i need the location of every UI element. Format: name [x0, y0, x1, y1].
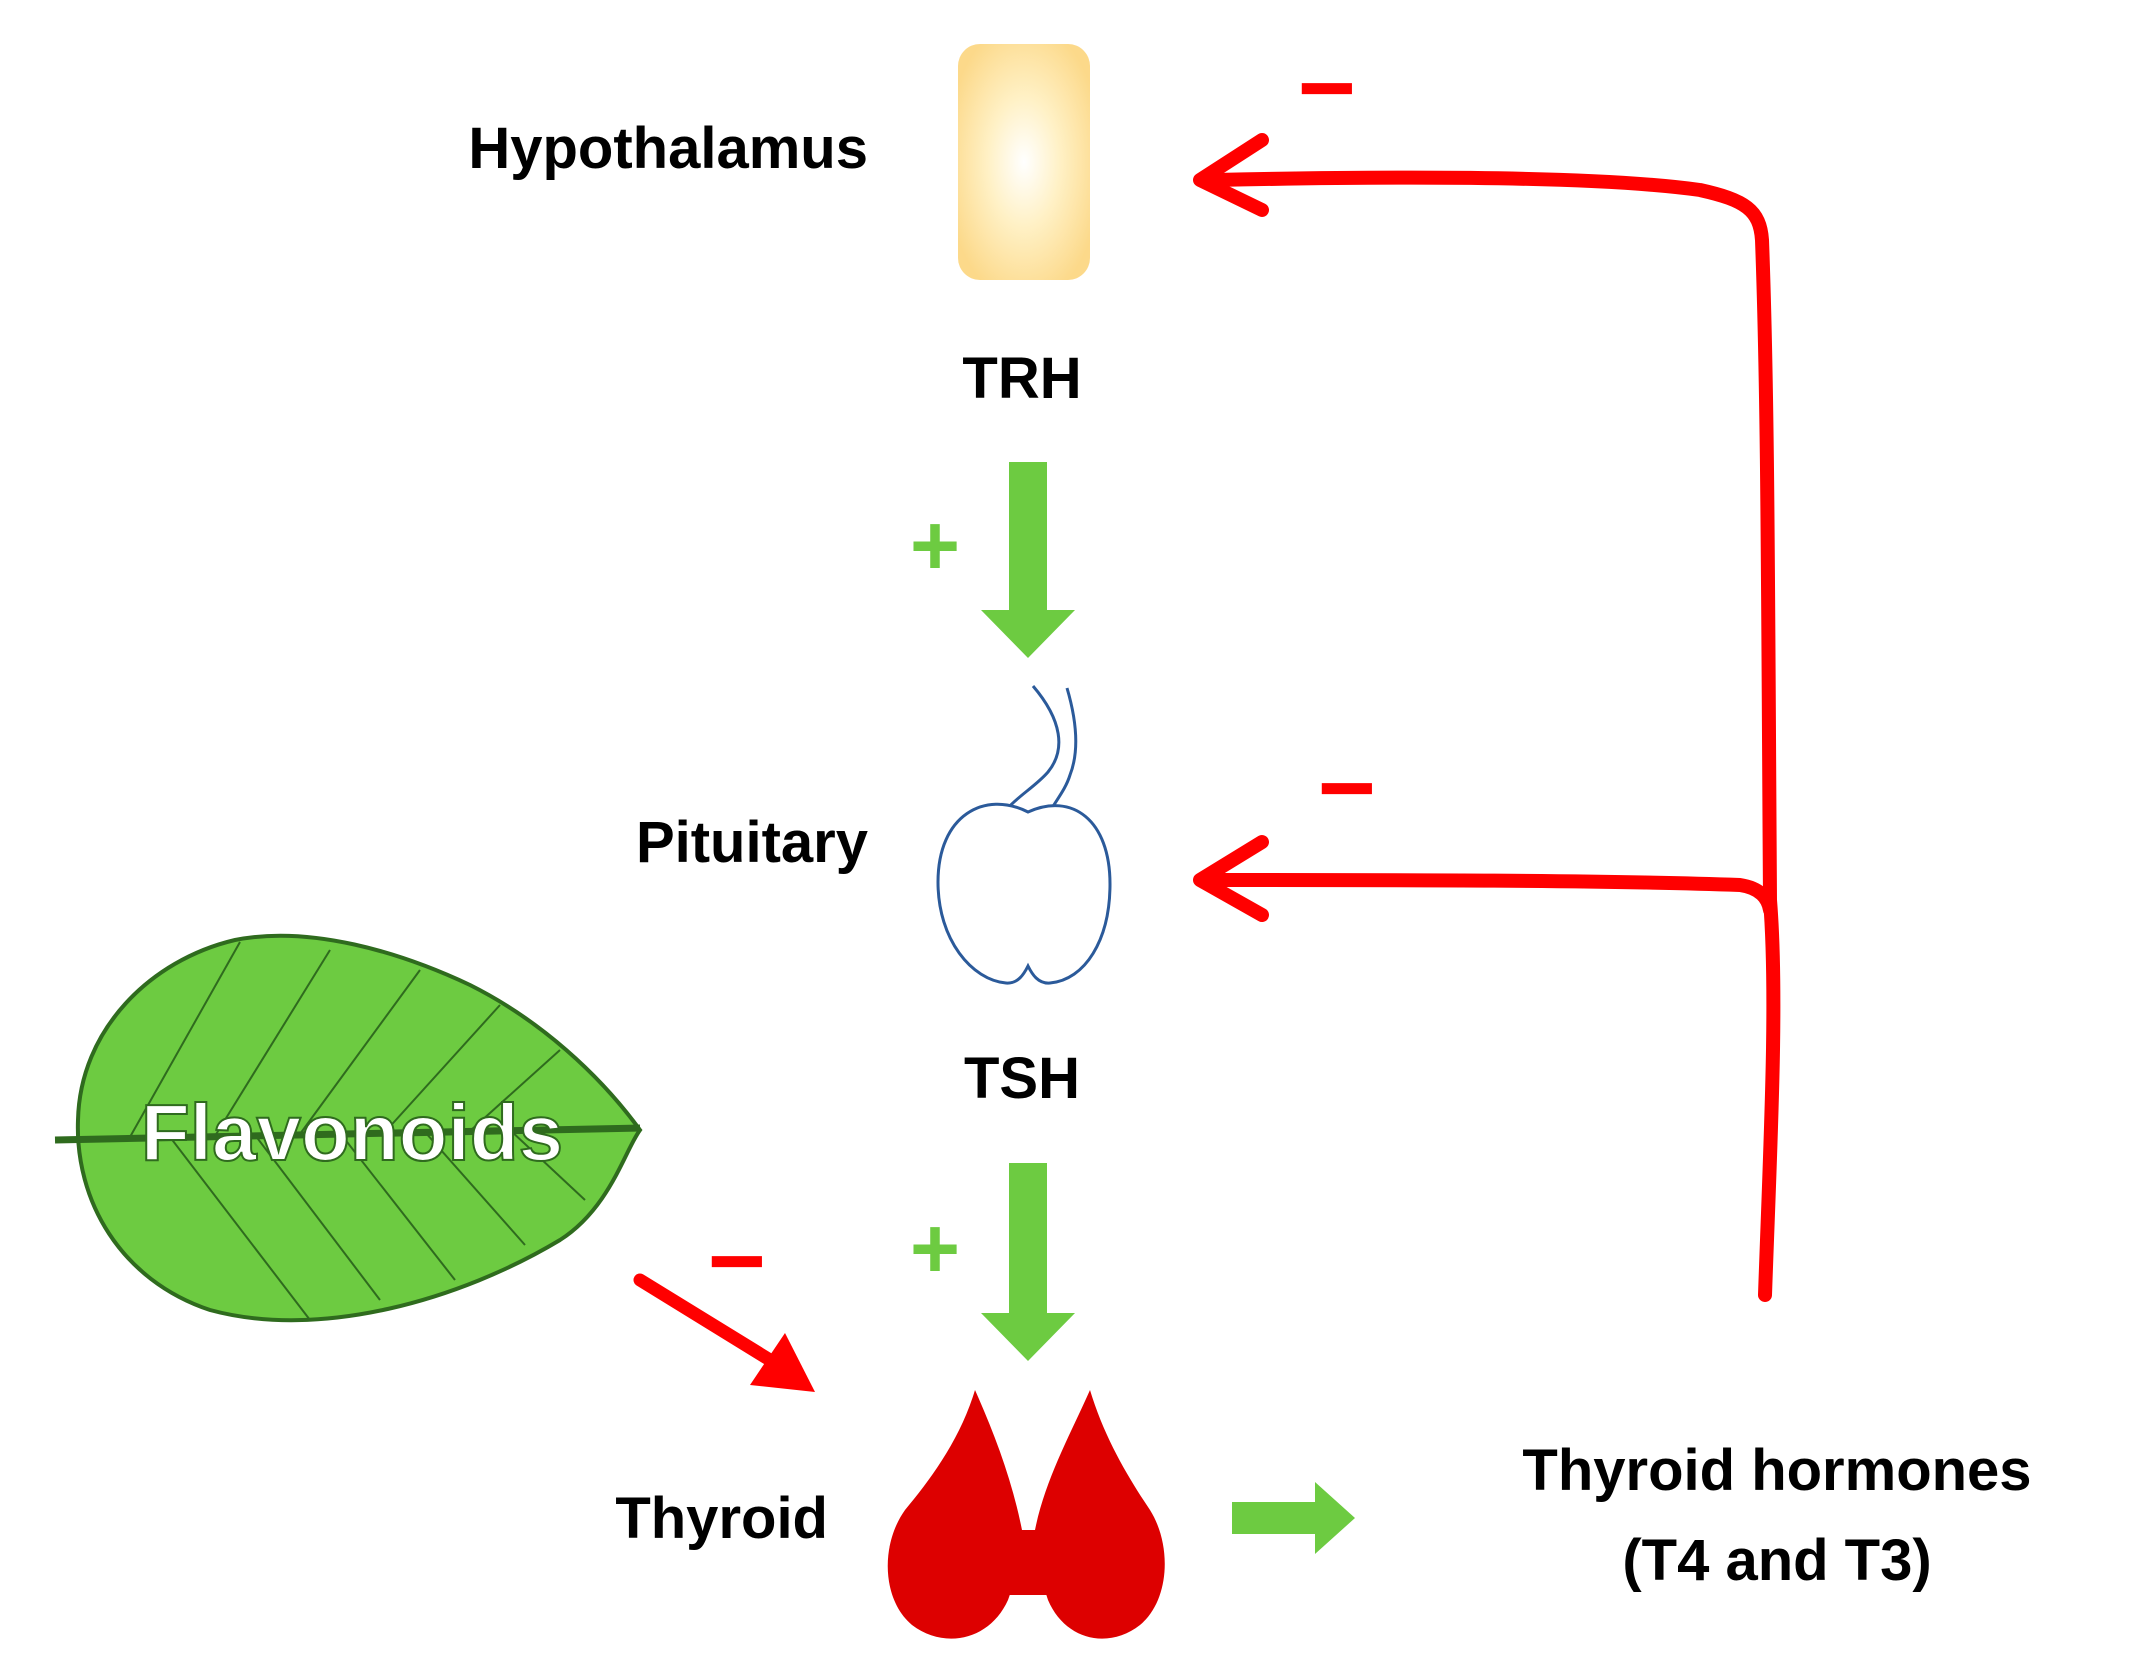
- pituitary-shape: [936, 685, 1112, 985]
- inhibit-sign-pituitary: −: [1318, 732, 1376, 844]
- stimulate-sign-trh: +: [910, 498, 960, 594]
- output-arrow-hormones: [1232, 1482, 1355, 1554]
- thyroid-hormones-sublabel: (T4 and T3): [1622, 1528, 1931, 1593]
- flavonoids-leaf: Flavonoids: [54, 933, 643, 1323]
- inhibit-arrow-flavonoids: [633, 1273, 777, 1367]
- thyroid-hormones-label: Thyroid hormones: [1522, 1438, 2031, 1503]
- pituitary-label: Pituitary: [636, 810, 868, 875]
- negative-feedback-loop: [1193, 133, 1781, 1302]
- inhibit-arrow-flavonoids-head: [750, 1333, 815, 1392]
- inhibit-sign-hypothalamus: −: [1298, 32, 1356, 144]
- thyroid-label: Thyroid: [615, 1486, 828, 1551]
- inhibit-sign-flavonoids: −: [708, 1205, 766, 1317]
- flavonoids-label: Flavonoids: [141, 1088, 563, 1177]
- trh-label: TRH: [962, 346, 1081, 411]
- stimulate-arrow-tsh: [981, 1163, 1075, 1361]
- hypothalamus-shape: [958, 44, 1090, 280]
- tsh-label: TSH: [964, 1046, 1080, 1111]
- hypothalamus-label: Hypothalamus: [468, 116, 868, 181]
- stimulate-sign-tsh: +: [910, 1201, 960, 1297]
- stimulate-arrow-trh: [981, 462, 1075, 658]
- thyroid-shape: [887, 1390, 1165, 1639]
